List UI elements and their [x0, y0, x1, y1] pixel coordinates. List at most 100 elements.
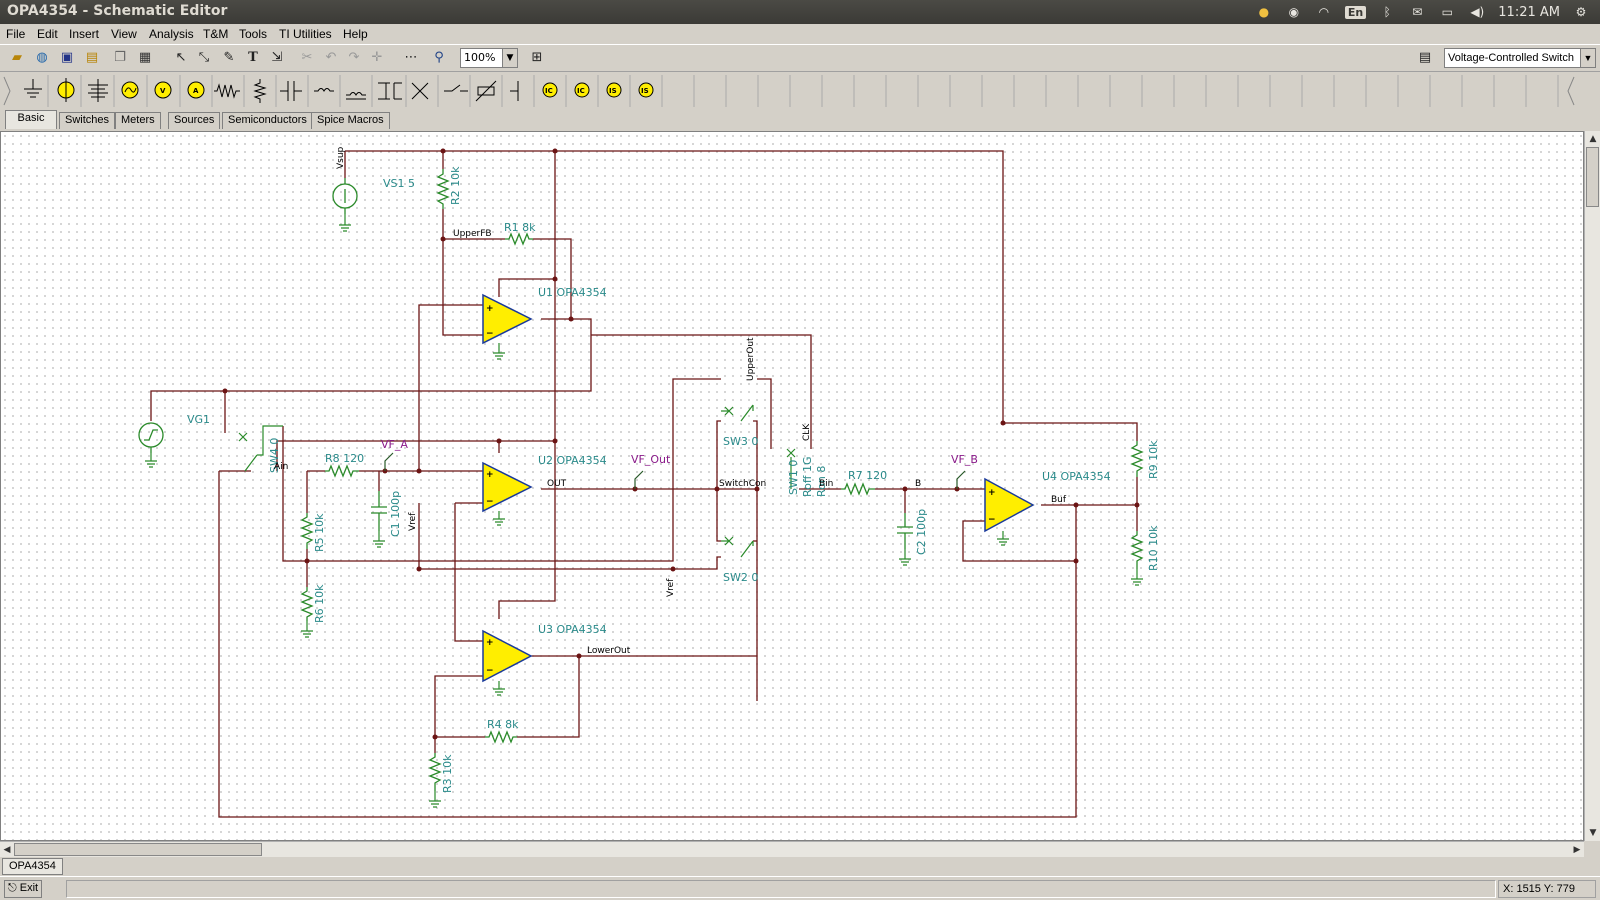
- opamps: [482, 293, 1035, 683]
- label-r6: R6 10k: [313, 584, 326, 623]
- horizontal-scroll-thumb[interactable]: [14, 843, 262, 856]
- probe-vf-out: VF_Out: [631, 453, 671, 466]
- probes: [384, 452, 966, 489]
- label-r7: R7 120: [848, 469, 887, 482]
- cross-icon[interactable]: ✛: [371, 50, 383, 65]
- net-buf: Buf: [1051, 495, 1067, 505]
- menu-edit[interactable]: Edit: [37, 27, 58, 41]
- label-sw4: SW4 0: [268, 438, 281, 473]
- tab-basic[interactable]: Basic: [5, 110, 57, 129]
- vertical-scroll-thumb[interactable]: [1586, 147, 1599, 207]
- scroll-right-icon[interactable]: ▶: [1573, 845, 1581, 855]
- parts-palette: V A IC IC IS IS: [0, 73, 1600, 109]
- grounds: [145, 214, 1143, 808]
- main-toolbar: ▰ ◍ ▣ ▤ ❐ ▦ ↖ ⤡ ✎ T ⇲ ✂ ↶ ↷ ✛ ⋯ ⚲ 100%▼ …: [0, 44, 1600, 72]
- scroll-up-icon[interactable]: ▲: [1589, 134, 1597, 144]
- label-r8: R8 120: [325, 452, 364, 465]
- scroll-down-icon[interactable]: ▼: [1589, 828, 1597, 838]
- mail-icon[interactable]: ✉: [1412, 5, 1423, 19]
- label-c1: C1 100p: [389, 491, 402, 537]
- wire-tool-icon[interactable]: ⤡: [198, 50, 210, 65]
- component-toggle-icon[interactable]: ▤: [1418, 50, 1432, 65]
- menu-bar: File Edit Insert View Analysis T&M Tools…: [0, 24, 1600, 44]
- label-r4: R4 8k: [487, 718, 519, 731]
- text-tool-icon[interactable]: T: [248, 50, 258, 65]
- notification-icon[interactable]: ●: [1258, 5, 1270, 19]
- keyboard-layout[interactable]: En: [1344, 5, 1367, 19]
- cut-icon[interactable]: ✂: [301, 50, 313, 65]
- tab-spice-macros[interactable]: Spice Macros: [311, 112, 390, 129]
- net-out: OUT: [547, 479, 567, 489]
- copy-icon[interactable]: ❐: [114, 50, 126, 65]
- capacitors: [371, 491, 913, 549]
- chevron-down-icon[interactable]: ▼: [1580, 49, 1595, 67]
- chevron-down-icon[interactable]: ▼: [502, 49, 517, 67]
- net-ain: Ain: [274, 462, 288, 472]
- horizontal-scrollbar[interactable]: ◀ ▶: [0, 841, 1584, 857]
- resistors: [300, 169, 1144, 791]
- menu-insert[interactable]: Insert: [69, 27, 100, 41]
- chat-icon[interactable]: ◉: [1288, 5, 1300, 19]
- open-folder-icon[interactable]: ▰: [12, 50, 22, 65]
- svg-text:+: +: [486, 470, 494, 480]
- redo-icon[interactable]: ↷: [348, 50, 360, 65]
- net-switchcon: SwitchCon: [719, 479, 766, 489]
- zoom-icon[interactable]: ⚲: [434, 50, 444, 65]
- vertical-scrollbar[interactable]: ▲ ▼: [1584, 131, 1600, 841]
- label-sw2: SW2 0: [723, 571, 758, 584]
- resize-icon[interactable]: ⇲: [271, 50, 283, 65]
- net-vref-2: Vref: [666, 578, 676, 597]
- menu-tm[interactable]: T&M: [203, 27, 229, 41]
- grid-icon[interactable]: ⋯: [404, 50, 418, 65]
- exit-button[interactable]: ⎋ Exit: [4, 880, 43, 898]
- component-editor-icon[interactable]: ⊞: [531, 50, 543, 65]
- component-select[interactable]: Voltage-Controlled Switch▼: [1444, 48, 1596, 68]
- system-tray: ● ◉ ◠ En ᛒ ✉ ▭ ◀) 11:21 AM ⚙: [1255, 0, 1600, 24]
- svg-text:IC: IC: [545, 87, 553, 95]
- scroll-left-icon[interactable]: ◀: [3, 845, 11, 855]
- label-u3: U3 OPA4354: [538, 623, 607, 636]
- menu-analysis[interactable]: Analysis: [149, 27, 194, 41]
- menu-help[interactable]: Help: [343, 27, 368, 41]
- sources: [138, 178, 358, 453]
- menu-file[interactable]: File: [6, 27, 26, 41]
- schematic-canvas[interactable]: +− +− +− +−: [0, 131, 1584, 841]
- probe-vf-b: VF_B: [951, 453, 978, 466]
- net-vsup: Vsup: [336, 146, 346, 169]
- tab-meters[interactable]: Meters: [115, 112, 161, 129]
- clock[interactable]: 11:21 AM: [1498, 4, 1560, 20]
- settings-gear-icon[interactable]: ⚙: [1575, 5, 1587, 19]
- label-c2: C2 100p: [915, 509, 928, 555]
- status-message: [66, 880, 1496, 898]
- cursor-coordinates: X: 1515 Y: 779: [1498, 880, 1596, 898]
- wifi-icon[interactable]: ◠: [1318, 5, 1330, 19]
- save-icon[interactable]: ▣: [60, 50, 74, 65]
- bluetooth-icon[interactable]: ᛒ: [1383, 5, 1391, 19]
- menu-tools[interactable]: Tools: [239, 27, 268, 41]
- paste-icon[interactable]: ▦: [138, 50, 152, 65]
- undo-icon[interactable]: ↶: [325, 50, 337, 65]
- svg-text:IS: IS: [609, 87, 617, 95]
- pen-icon[interactable]: ✎: [223, 50, 235, 65]
- net-b: B: [915, 479, 921, 489]
- web-icon[interactable]: ◍: [36, 50, 48, 65]
- menu-view[interactable]: View: [111, 27, 137, 41]
- tab-semiconductors[interactable]: Semiconductors: [222, 112, 313, 129]
- title-bar: OPA4354 - Schematic Editor ● ◉ ◠ En ᛒ ✉ …: [0, 0, 1600, 24]
- svg-text:−: −: [486, 329, 494, 339]
- export-icon[interactable]: ▤: [85, 50, 99, 65]
- volume-icon[interactable]: ◀): [1470, 5, 1485, 19]
- opamp-u4: [984, 477, 1035, 533]
- zoom-select[interactable]: 100%▼: [460, 48, 518, 68]
- label-u4: U4 OPA4354: [1042, 470, 1111, 483]
- select-arrow-icon[interactable]: ↖: [175, 50, 187, 65]
- svg-text:+: +: [486, 304, 494, 314]
- battery-icon[interactable]: ▭: [1441, 5, 1453, 19]
- exit-label: Exit: [19, 882, 39, 894]
- document-tab[interactable]: OPA4354: [2, 858, 63, 875]
- menu-ti-utilities[interactable]: TI Utilities: [279, 27, 332, 41]
- tab-switches[interactable]: Switches: [59, 112, 116, 129]
- label-roff: Roff 1G: [801, 457, 814, 497]
- net-upperfb: UpperFB: [453, 229, 492, 239]
- tab-sources[interactable]: Sources: [168, 112, 221, 129]
